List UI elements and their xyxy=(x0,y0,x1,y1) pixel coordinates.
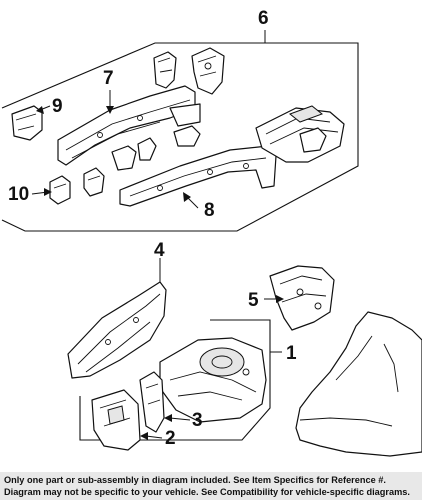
callout-3: 3 xyxy=(164,410,203,431)
group-6-small-brackets xyxy=(83,47,225,197)
lower-frame-rail xyxy=(119,145,277,207)
callout-10-label: 10 xyxy=(8,184,29,205)
shock-tower-bracket xyxy=(269,265,335,331)
upper-frame-rail xyxy=(57,85,201,166)
callout-8-label: 8 xyxy=(204,200,215,221)
disclaimer-line-1: Only one part or sub-assembly in diagram… xyxy=(4,475,386,485)
callout-6-label: 6 xyxy=(258,8,269,29)
callout-8: 8 xyxy=(183,192,215,221)
callout-2-label: 2 xyxy=(165,428,176,449)
callout-5-arrowhead xyxy=(276,295,284,303)
callout-10-arrowhead xyxy=(44,188,52,196)
callout-7-arrowhead xyxy=(106,106,114,114)
apron-reinforcement xyxy=(139,371,165,433)
callout-5-label: 5 xyxy=(248,290,259,311)
apron-corner-bracket xyxy=(91,389,141,451)
callout-2: 2 xyxy=(140,428,176,449)
callout-8-arrowhead xyxy=(183,192,191,202)
callout-4: 4 xyxy=(154,240,165,261)
callout-1-label: 1 xyxy=(286,343,297,364)
front-frame-end-assembly xyxy=(255,105,345,163)
rail-extension xyxy=(11,105,43,141)
callout-9-arrowhead xyxy=(36,106,44,114)
fender-apron-assembly xyxy=(159,337,267,423)
callout-7: 7 xyxy=(103,68,114,114)
callout-5: 5 xyxy=(248,290,284,311)
callout-3-label: 3 xyxy=(192,410,203,431)
callout-9-label: 9 xyxy=(52,96,63,117)
callout-9: 9 xyxy=(36,96,63,117)
group-1-frame xyxy=(79,319,282,441)
callout-10: 10 xyxy=(8,184,52,205)
callout-3-arrowhead xyxy=(164,414,172,422)
callout-7-label: 7 xyxy=(103,68,114,89)
group-6-frame xyxy=(1,30,359,232)
rail-end-bracket xyxy=(49,175,71,205)
front-fender-outline xyxy=(295,311,422,457)
callout-4-label: 4 xyxy=(154,240,165,261)
disclaimer-banner: Only one part or sub-assembly in diagram… xyxy=(0,472,422,500)
callout-6: 6 xyxy=(258,8,269,29)
upper-rail-assembly xyxy=(67,258,167,379)
callout-2-arrowhead xyxy=(140,432,148,440)
callout-1: 1 xyxy=(286,343,297,364)
disclaimer-line-2: Diagram may not be specific to your vehi… xyxy=(4,487,410,497)
